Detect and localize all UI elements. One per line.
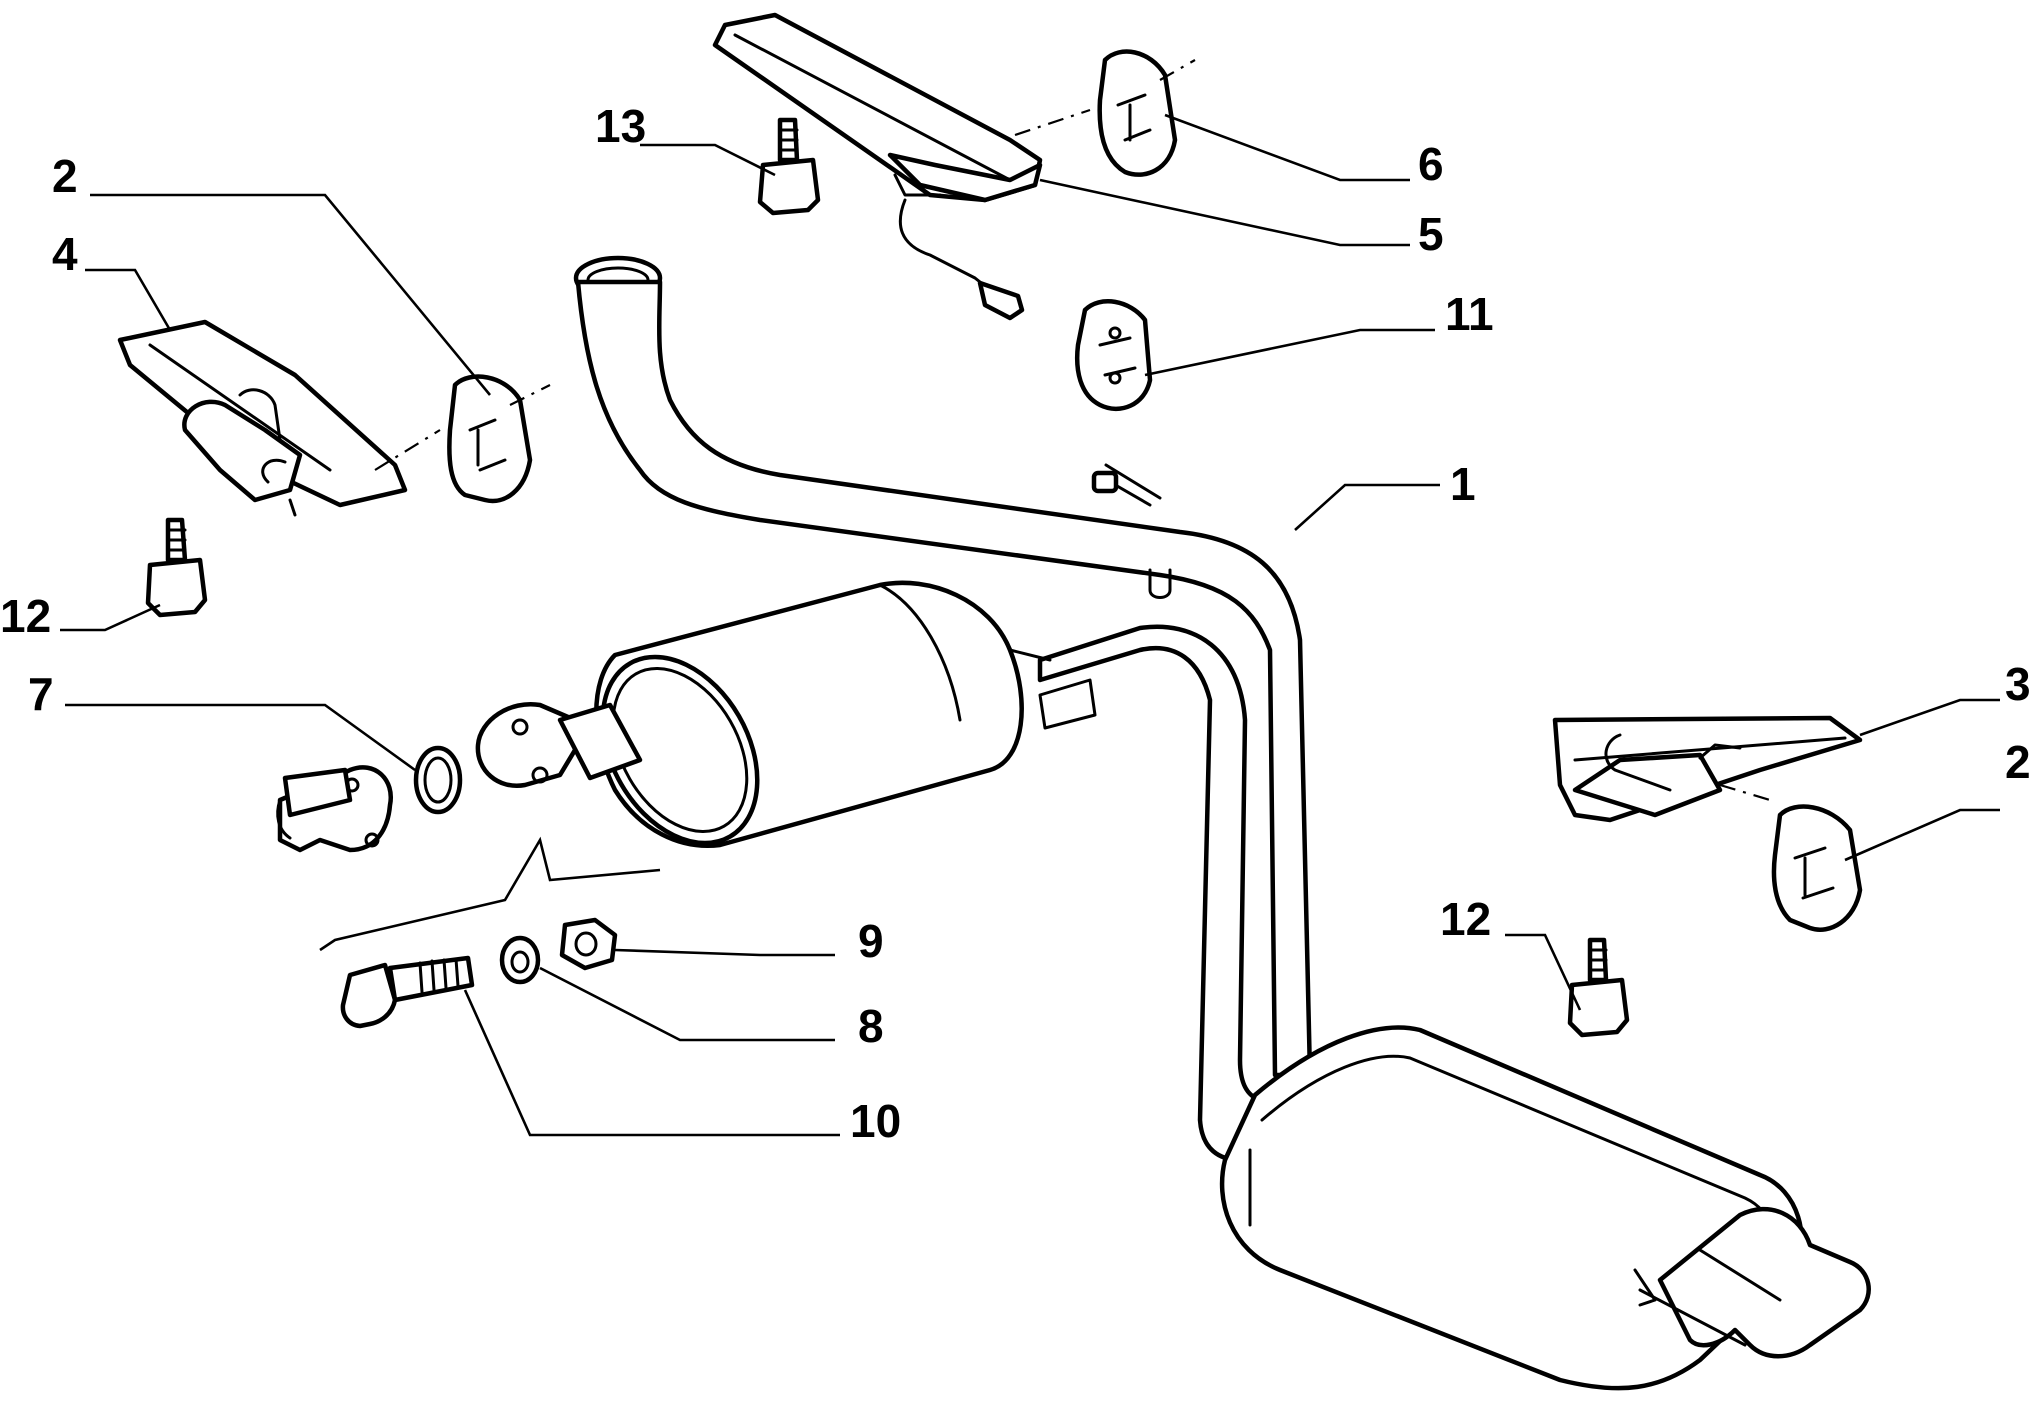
callout-8: 8 — [858, 1000, 884, 1052]
callout-12a: 12 — [0, 590, 51, 642]
part-bolt — [340, 955, 475, 1029]
callout-10: 10 — [850, 1095, 901, 1147]
part-bracket-left — [117, 319, 408, 517]
callout-6: 6 — [1418, 138, 1444, 190]
part-washer — [499, 935, 541, 985]
callout-11: 11 — [1445, 288, 1494, 340]
part-rubber-mount-top — [1014, 49, 1196, 177]
part-nut — [559, 917, 618, 971]
callout-9: 9 — [858, 915, 884, 967]
callout-7: 7 — [28, 668, 54, 720]
callout-1: 1 — [1450, 458, 1476, 510]
part-front-muffler — [475, 580, 1097, 848]
part-stud-top — [757, 117, 821, 216]
part-gasket-ring — [413, 745, 463, 815]
callout-3: 3 — [2005, 658, 2031, 710]
part-rubber-mount-right — [1719, 783, 1863, 932]
callout-13: 13 — [595, 100, 646, 152]
leader-lines — [60, 113, 2000, 1137]
part-bracket-right — [1552, 715, 1863, 823]
part-rubber-mount-left — [374, 374, 551, 504]
detail-divider — [319, 836, 661, 952]
callout-12b: 12 — [1440, 893, 1491, 945]
callout-2a: 2 — [52, 150, 78, 202]
callout-4: 4 — [52, 228, 78, 280]
part-rubber-mount-11 — [1075, 299, 1153, 412]
callout-5: 5 — [1418, 208, 1444, 260]
part-stud-right — [1567, 937, 1630, 1038]
callout-2b: 2 — [2005, 736, 2031, 788]
part-front-pipe-flange — [276, 765, 394, 853]
part-stud-left — [145, 517, 208, 618]
callout-labels: 1 2 2 3 4 5 6 7 8 9 10 11 12 12 13 — [0, 100, 2031, 1147]
part-rear-muffler — [1219, 1025, 1871, 1391]
part-bracket-top — [712, 12, 1043, 321]
